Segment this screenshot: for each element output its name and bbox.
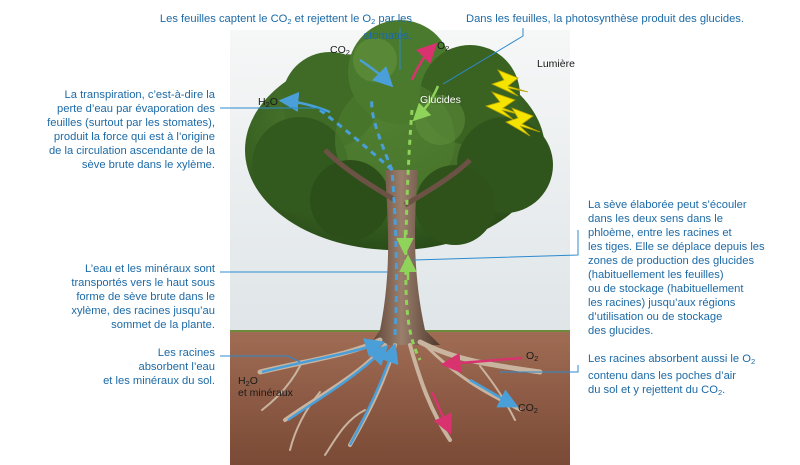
label-o2-roots: O2 <box>526 350 539 363</box>
label-mineraux: et minéraux <box>238 387 293 399</box>
label-co2-roots: CO2 <box>518 402 538 415</box>
label-lumiere: Lumière <box>537 58 575 70</box>
water-uptake-arrows <box>261 338 399 446</box>
xylem-flow <box>319 99 398 336</box>
caption-top-left: Les feuilles captent le CO2 et rejettent… <box>159 13 412 42</box>
light-bolt-icon <box>484 69 541 137</box>
h2o-out-arrow <box>278 91 331 114</box>
label-h2o-top: H2O <box>258 96 278 109</box>
co2-roots-arrow <box>469 378 519 408</box>
label-h2o-roots: H2O <box>238 375 258 388</box>
branch-right <box>403 158 472 208</box>
caption-phloem: La sève élaborée peut s’écouler dans les… <box>588 199 765 337</box>
pink-root-arrow <box>430 391 452 435</box>
o2-roots-arrow <box>440 352 523 373</box>
leader-lines <box>220 28 579 373</box>
label-o2-top: O2 <box>437 40 450 53</box>
branch-left <box>323 148 397 203</box>
caption-top-right: Dans les feuilles, la photosynthèse prod… <box>466 13 744 25</box>
label-co2-top: CO2 <box>330 44 350 57</box>
o2-out-arrow <box>410 42 438 81</box>
label-glucides: Glucides <box>420 94 461 106</box>
co2-in-arrow <box>359 58 394 88</box>
glucides-arrow <box>412 85 440 122</box>
caption-roots-absorb: Les racines absorbent l’eau et les minér… <box>103 347 215 387</box>
caption-roots-air: Les racines absorbent aussi le O2 conten… <box>588 353 756 397</box>
caption-transpiration: La transpiration, c’est-à-dire la perte … <box>47 89 215 171</box>
caption-xylem: L’eau et les minéraux sont transportés v… <box>71 263 215 331</box>
